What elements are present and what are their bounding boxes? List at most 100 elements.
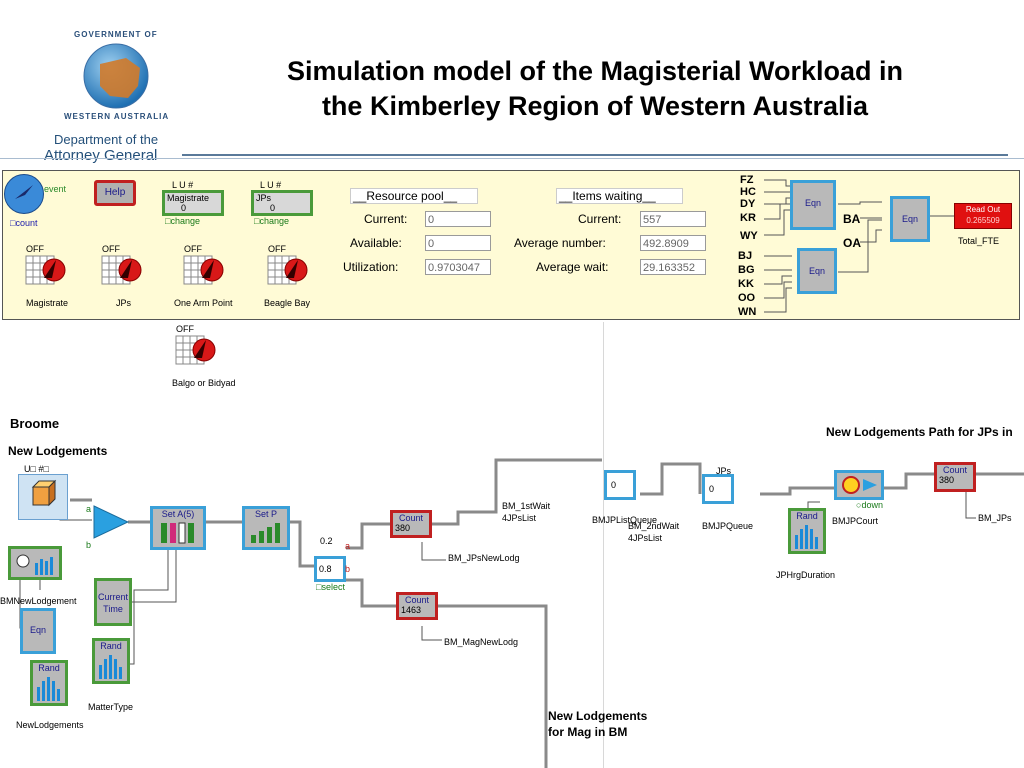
mag-path-line-1: New Lodgements [548, 709, 648, 723]
set-attribute-block[interactable]: Set A(5) [150, 506, 206, 550]
rp-available-field: 0 [425, 235, 491, 251]
eqn-block-3[interactable]: Eqn [890, 196, 930, 242]
mag-path-line-2: for Mag in BM [548, 725, 628, 739]
set-attribute-label: Set A(5) [161, 509, 195, 519]
readout-value: 0.265509 [966, 216, 1000, 225]
title-line-2: the Kimberley Region of Western Australi… [321, 91, 869, 121]
select-block[interactable]: 0.8 [314, 556, 346, 582]
count-jp-label: Count [398, 513, 424, 523]
rp-available-label: Available: [350, 236, 402, 250]
select-prob-2: 0.8 [319, 564, 332, 574]
readout-title: Read Out [965, 205, 1001, 214]
help-button[interactable]: Help [94, 180, 136, 206]
switch-grid-icon [175, 335, 216, 365]
splitter-port-a: a [86, 504, 92, 514]
eqn-block-3-label: Eqn [901, 214, 918, 224]
rand-newlodgements-block[interactable]: Rand [30, 660, 68, 706]
rand-jphrgduration-block[interactable]: Rand [788, 508, 826, 554]
splitter-block[interactable] [92, 504, 130, 540]
bmjplistqueue-value: 0 [611, 480, 617, 490]
page-title: Simulation model of the Magisterial Work… [180, 54, 1010, 124]
select-prob-1: 0.2 [320, 536, 333, 546]
model-eqn-label: Eqn [29, 625, 46, 635]
toggle-state: OFF [176, 324, 194, 334]
jphrgduration-label: JPHrgDuration [776, 570, 836, 580]
model-wires [19, 458, 1024, 768]
jps-resource-block[interactable]: JPs 0 [251, 190, 313, 216]
bm-2ndwait-line-2: 4JPsList [628, 533, 663, 543]
toggle-state: OFF [268, 244, 286, 254]
eqn-input-wn: WN [738, 306, 757, 318]
distribution-icon [37, 677, 60, 701]
item-generator-block[interactable] [18, 474, 68, 520]
event-label: event [44, 184, 67, 194]
bmjpcourt-down-label: ○down [856, 500, 883, 510]
count-jp-block[interactable]: Count 380 [390, 510, 432, 538]
event-button[interactable] [4, 174, 44, 214]
jps-change-label: □change [254, 216, 289, 226]
eqn-block-1[interactable]: Eqn [790, 180, 836, 230]
jps-block-ports: L U # [260, 180, 282, 190]
jps-block-title: JPs [256, 193, 272, 203]
count-mag-block[interactable]: Count 1463 [396, 592, 438, 620]
iw-avg-number-field: 492.8909 [640, 235, 706, 251]
toggle-switch-2[interactable]: OFF [98, 244, 146, 288]
select-port-b: b [345, 564, 351, 574]
bm-1stwait-label: BM_1stWait 4JPsList [502, 500, 550, 524]
rp-utilization-field: 0.9703047 [425, 259, 491, 275]
bmjpcourt-label: BMJPCourt [832, 516, 879, 526]
bmjpqueue-value: 0 [709, 484, 715, 494]
bmjpcourt-block[interactable] [834, 470, 884, 500]
jps-block-value: 0 [270, 203, 276, 213]
bm-2ndwait-line-1: BM_2ndWait [628, 521, 680, 531]
bmjplistqueue-block[interactable]: 0 [604, 470, 636, 500]
switch-grid-icon [267, 255, 308, 285]
toggle-state: OFF [26, 244, 44, 254]
bmjpqueue-label: BMJPQueue [702, 521, 754, 531]
jp-path-label: New Lodgements Path for JPs in [826, 425, 1013, 439]
switch-grid-icon [25, 255, 66, 285]
toggle-switch-3[interactable]: OFF [180, 244, 228, 288]
set-priority-block[interactable]: Set P [242, 506, 290, 550]
current-time-label: Current Time [97, 592, 128, 614]
bmnewlodgement-block[interactable] [8, 546, 62, 580]
count-jp2-block[interactable]: Count 380 [934, 462, 976, 492]
eqn-input-bg: BG [738, 264, 755, 276]
toggle-switch-5[interactable]: OFF [172, 324, 220, 368]
bm-magnewlodg-label: BM_MagNewLodg [444, 637, 519, 647]
toggle-state: OFF [102, 244, 120, 254]
toggle-switch-1[interactable]: OFF [22, 244, 70, 288]
toggle-label-5: Balgo or Bidyad [172, 378, 236, 388]
bm-jps-label: BM_JPs [978, 513, 1012, 523]
iw-avg-wait-label: Average wait: [536, 260, 609, 274]
rand-mattertype-block[interactable]: Rand [92, 638, 130, 684]
bmnewlodgement-label: BMNewLodgement [0, 596, 77, 606]
eqn-input-oa: OA [843, 236, 861, 250]
switch-grid-icon [101, 255, 142, 285]
select-port-a: a [345, 541, 351, 551]
help-button-label: Help [104, 187, 126, 198]
toggle-switch-4[interactable]: OFF [264, 244, 312, 288]
region-label: Broome [10, 416, 60, 431]
rp-current-label: Current: [364, 212, 408, 226]
distribution-icon [99, 655, 122, 679]
toggle-label-3: One Arm Point [174, 298, 233, 308]
cube-icon [31, 479, 57, 507]
iw-avg-number-label: Average number: [514, 236, 606, 250]
model-eqn-block[interactable]: Eqn [20, 608, 56, 654]
bmjpqueue-block[interactable]: 0 [702, 474, 734, 504]
readout-label: Total_FTE [958, 236, 1000, 246]
eqn-input-ba: BA [843, 212, 861, 226]
eqn-block-2[interactable]: Eqn [797, 248, 837, 294]
logo-ring-text-top: GOVERNMENT OF [74, 30, 158, 39]
rp-utilization-label: Utilization: [343, 260, 399, 274]
magistrate-resource-block[interactable]: Magistrate 0 [162, 190, 224, 216]
generator-ports: U□ #□ [24, 464, 49, 474]
eqn-block-1-label: Eqn [804, 198, 821, 208]
count-port-label: □count [10, 218, 38, 228]
rand-jphrgduration-label: Rand [796, 511, 818, 521]
bm-1stwait-line-2: 4JPsList [502, 513, 537, 523]
current-time-block[interactable]: Current Time [94, 578, 132, 626]
header-rule-thin [0, 158, 1024, 159]
magistrate-block-title: Magistrate [167, 193, 210, 203]
